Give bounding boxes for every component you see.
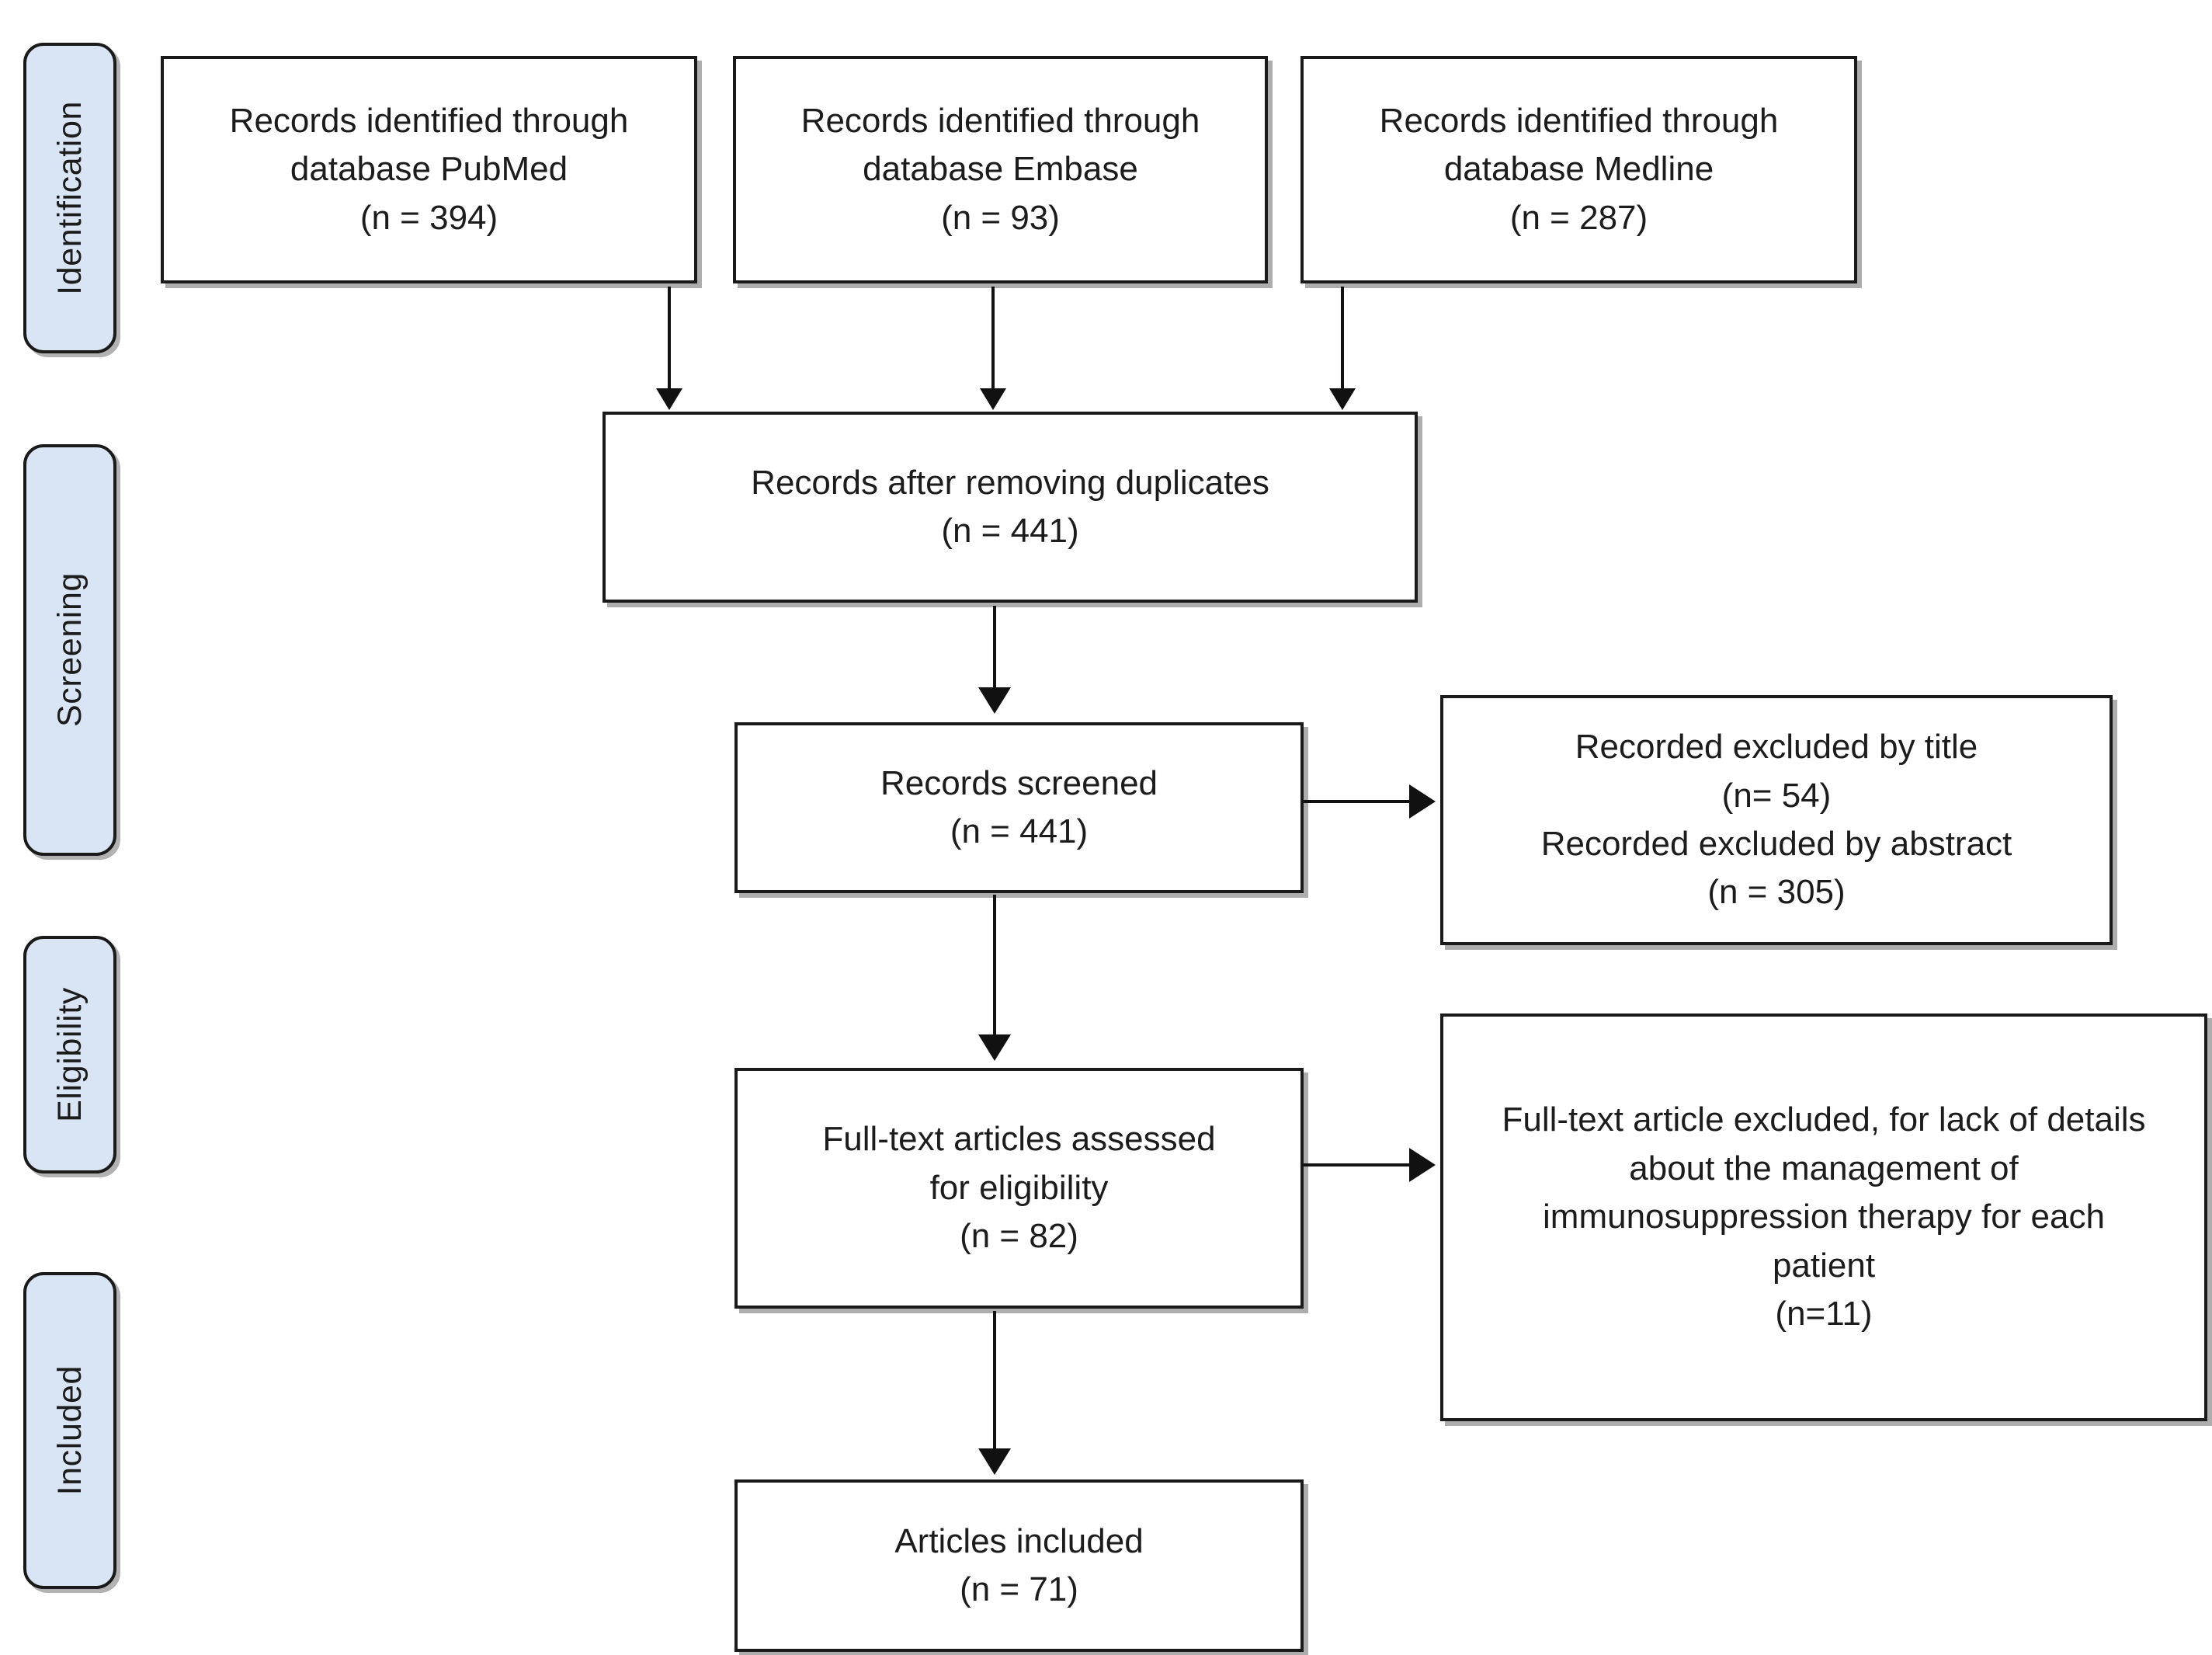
box-fulltext-assessed-line3: (n = 82) xyxy=(960,1217,1078,1256)
box-records-screened: Records screened (n = 441) xyxy=(734,722,1304,893)
box-source-medline-line1: Records identified through xyxy=(1379,101,1779,140)
box-fulltext-excluded-line1: Full-text article excluded, for lack of … xyxy=(1502,1100,2146,1285)
box-source-pubmed-line3: (n = 394) xyxy=(359,198,498,237)
box-source-embase-line2: database Embase xyxy=(863,150,1138,189)
connector-medline-to-duplicates-line xyxy=(1341,287,1344,395)
connector-screened-to-fulltext-arrow xyxy=(978,1034,1011,1061)
box-duplicates-removed: Records after removing duplicates (n = 4… xyxy=(602,412,1418,603)
connector-screened-to-fulltext-line xyxy=(993,895,996,1038)
connector-fulltext-to-included-line xyxy=(993,1311,996,1452)
connector-fulltext-to-included-arrow xyxy=(978,1448,1011,1475)
box-duplicates-removed-line1: Records after removing duplicates xyxy=(751,463,1269,502)
connector-medline-to-duplicates-arrow xyxy=(1329,388,1356,410)
box-articles-included-line2: (n = 71) xyxy=(960,1570,1078,1608)
box-records-screened-line1: Records screened xyxy=(880,763,1158,802)
box-source-medline-line2: database Medline xyxy=(1443,150,1714,189)
box-source-embase: Records identified through database Emba… xyxy=(733,56,1268,283)
box-source-embase-line3: (n = 93) xyxy=(941,198,1060,237)
box-source-pubmed-line2: database PubMed xyxy=(290,150,568,189)
box-articles-included-line1: Articles included xyxy=(894,1521,1144,1560)
connector-embase-to-duplicates-line xyxy=(991,287,995,395)
connector-screened-to-excluded-line xyxy=(1304,800,1412,803)
connector-pubmed-to-duplicates-arrow xyxy=(656,388,682,410)
box-excluded-title-abstract-line1: Recorded excluded by title xyxy=(1575,728,1978,767)
stage-pill-included: Included xyxy=(23,1272,116,1589)
stage-label-screening: Screening xyxy=(50,572,89,728)
box-fulltext-assessed-line1: Full-text articles assessed xyxy=(822,1120,1216,1159)
connector-fulltext-to-excluded-line xyxy=(1304,1163,1412,1166)
stage-pill-identification: Identification xyxy=(23,43,116,353)
box-records-screened-line2: (n = 441) xyxy=(950,812,1089,850)
box-fulltext-assessed-line2: for eligibility xyxy=(929,1168,1109,1207)
box-fulltext-excluded: Full-text article excluded, for lack of … xyxy=(1440,1014,2207,1421)
box-excluded-title-abstract: Recorded excluded by title (n= 54) Recor… xyxy=(1440,695,2113,945)
box-duplicates-removed-line2: (n = 441) xyxy=(941,512,1079,550)
box-fulltext-assessed: Full-text articles assessed for eligibil… xyxy=(734,1068,1304,1309)
stage-label-eligibility: Eligibility xyxy=(50,987,89,1122)
stage-label-included: Included xyxy=(50,1365,89,1496)
stage-label-identification: Identification xyxy=(50,101,89,295)
stage-pill-eligibility: Eligibility xyxy=(23,936,116,1173)
box-excluded-title-abstract-line2: (n= 54) xyxy=(1721,776,1832,815)
stage-pill-screening: Screening xyxy=(23,444,116,856)
box-source-medline-line3: (n = 287) xyxy=(1509,198,1648,237)
box-excluded-title-abstract-line4: (n = 305) xyxy=(1707,873,1846,912)
box-source-medline: Records identified through database Medl… xyxy=(1300,56,1857,283)
box-fulltext-excluded-line2: (n=11) xyxy=(1775,1295,1873,1333)
box-articles-included: Articles included (n = 71) xyxy=(734,1479,1304,1652)
box-excluded-title-abstract-line3: Recorded excluded by abstract xyxy=(1540,825,2012,863)
connector-duplicates-to-screened-line xyxy=(993,606,996,691)
box-source-pubmed-line1: Records identified through xyxy=(229,101,629,140)
connector-screened-to-excluded-arrow xyxy=(1409,784,1436,819)
box-source-pubmed: Records identified through database PubM… xyxy=(161,56,697,283)
connector-embase-to-duplicates-arrow xyxy=(980,388,1006,410)
connector-pubmed-to-duplicates-line xyxy=(668,287,671,395)
connector-fulltext-to-excluded-arrow xyxy=(1409,1148,1436,1182)
box-source-embase-line1: Records identified through xyxy=(800,101,1200,140)
connector-duplicates-to-screened-arrow xyxy=(978,687,1011,714)
